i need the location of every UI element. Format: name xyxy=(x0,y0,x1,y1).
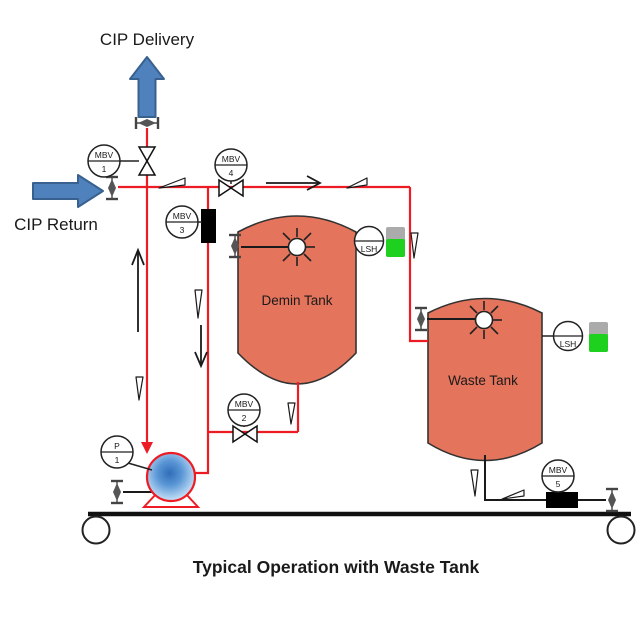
right-flow-arrow xyxy=(266,175,322,191)
tag-mbv3-num: 3 xyxy=(180,225,185,235)
flow-direction-arrows xyxy=(131,175,322,369)
connector-cip-delivery xyxy=(134,117,160,129)
tag-mbv5-type: MBV xyxy=(549,465,568,475)
valve-mbv5-closed xyxy=(546,492,578,508)
wedge-left-riser xyxy=(135,376,144,401)
tag-mbv5: MBV 5 xyxy=(541,459,575,493)
cip-delivery-arrow xyxy=(129,56,165,118)
pump xyxy=(141,451,201,508)
waste-tank: Waste Tank xyxy=(427,297,543,462)
tag-mbv2: MBV 2 xyxy=(227,393,261,427)
tag-mbv2-num: 2 xyxy=(242,413,247,423)
lsh-waste-label: LSH xyxy=(560,339,577,349)
riser-arrowhead xyxy=(141,442,153,454)
wedge-top-pipe-left xyxy=(158,177,186,189)
wedge-top-pipe-right xyxy=(346,177,368,189)
lsh-waste: LSH xyxy=(542,320,608,352)
tag-mbv1-type: MBV xyxy=(95,150,114,160)
lsh-demin: LSH xyxy=(353,225,405,257)
connector-waste-inlet xyxy=(415,306,427,332)
tag-mbv5-num: 5 xyxy=(556,479,561,489)
wedge-demin-outlet xyxy=(287,402,296,425)
demin-tank-label: Demin Tank xyxy=(261,293,332,308)
wedge-waste-outlet xyxy=(470,469,479,497)
wedge-waste-feed xyxy=(410,232,419,259)
lsh-demin-indicator-green xyxy=(386,239,405,257)
flow-wedges xyxy=(135,177,525,500)
tag-mbv1: MBV 1 xyxy=(87,144,139,178)
right-wheel xyxy=(606,515,636,545)
waste-tank-label: Waste Tank xyxy=(448,373,518,388)
tag-mbv4-type: MBV xyxy=(222,154,241,164)
lsh-waste-indicator-green xyxy=(589,334,608,352)
tag-p1-type: P xyxy=(114,441,120,451)
pump-casing xyxy=(145,451,197,503)
valve-mbv2-open xyxy=(232,424,258,444)
up-flow-arrow xyxy=(131,247,145,332)
tag-mbv4: MBV 4 xyxy=(214,148,248,184)
cip-return-arrow xyxy=(32,174,104,208)
tag-mbv2-type: MBV xyxy=(235,399,254,409)
cip-delivery-label: CIP Delivery xyxy=(100,30,195,49)
connector-waste-drain xyxy=(606,487,618,513)
waste-sprayball xyxy=(469,301,502,339)
cip-return-label: CIP Return xyxy=(14,215,98,234)
valve-mbv1-open xyxy=(137,146,157,176)
left-wheel xyxy=(81,515,111,545)
demin-tank-body xyxy=(237,215,357,385)
valve-mbv4-open xyxy=(218,178,244,198)
tag-mbv4-num: 4 xyxy=(229,168,234,178)
demin-tank: Demin Tank xyxy=(237,215,357,385)
tag-mbv3-type: MBV xyxy=(173,211,192,221)
connector-pump-suction xyxy=(111,479,123,505)
demin-sprayball xyxy=(282,228,315,266)
wedge-drain-run xyxy=(501,489,525,500)
down-flow-arrow xyxy=(194,325,208,369)
tag-mbv1-num: 1 xyxy=(102,164,107,174)
tag-p1-num: 1 xyxy=(115,455,120,465)
tag-mbv3: MBV 3 xyxy=(165,205,202,239)
lsh-demin-label: LSH xyxy=(361,244,378,254)
connector-demin-inlet xyxy=(229,233,241,259)
wedge-mbv3-drop xyxy=(194,289,203,319)
valve-mbv3-closed xyxy=(201,209,216,243)
pipe-waste-feed xyxy=(408,187,428,343)
connector-cip-return xyxy=(106,175,118,201)
diagram-title: Typical Operation with Waste Tank xyxy=(193,557,480,577)
waste-tank-body xyxy=(427,297,543,462)
tag-p1: P 1 xyxy=(100,435,153,471)
